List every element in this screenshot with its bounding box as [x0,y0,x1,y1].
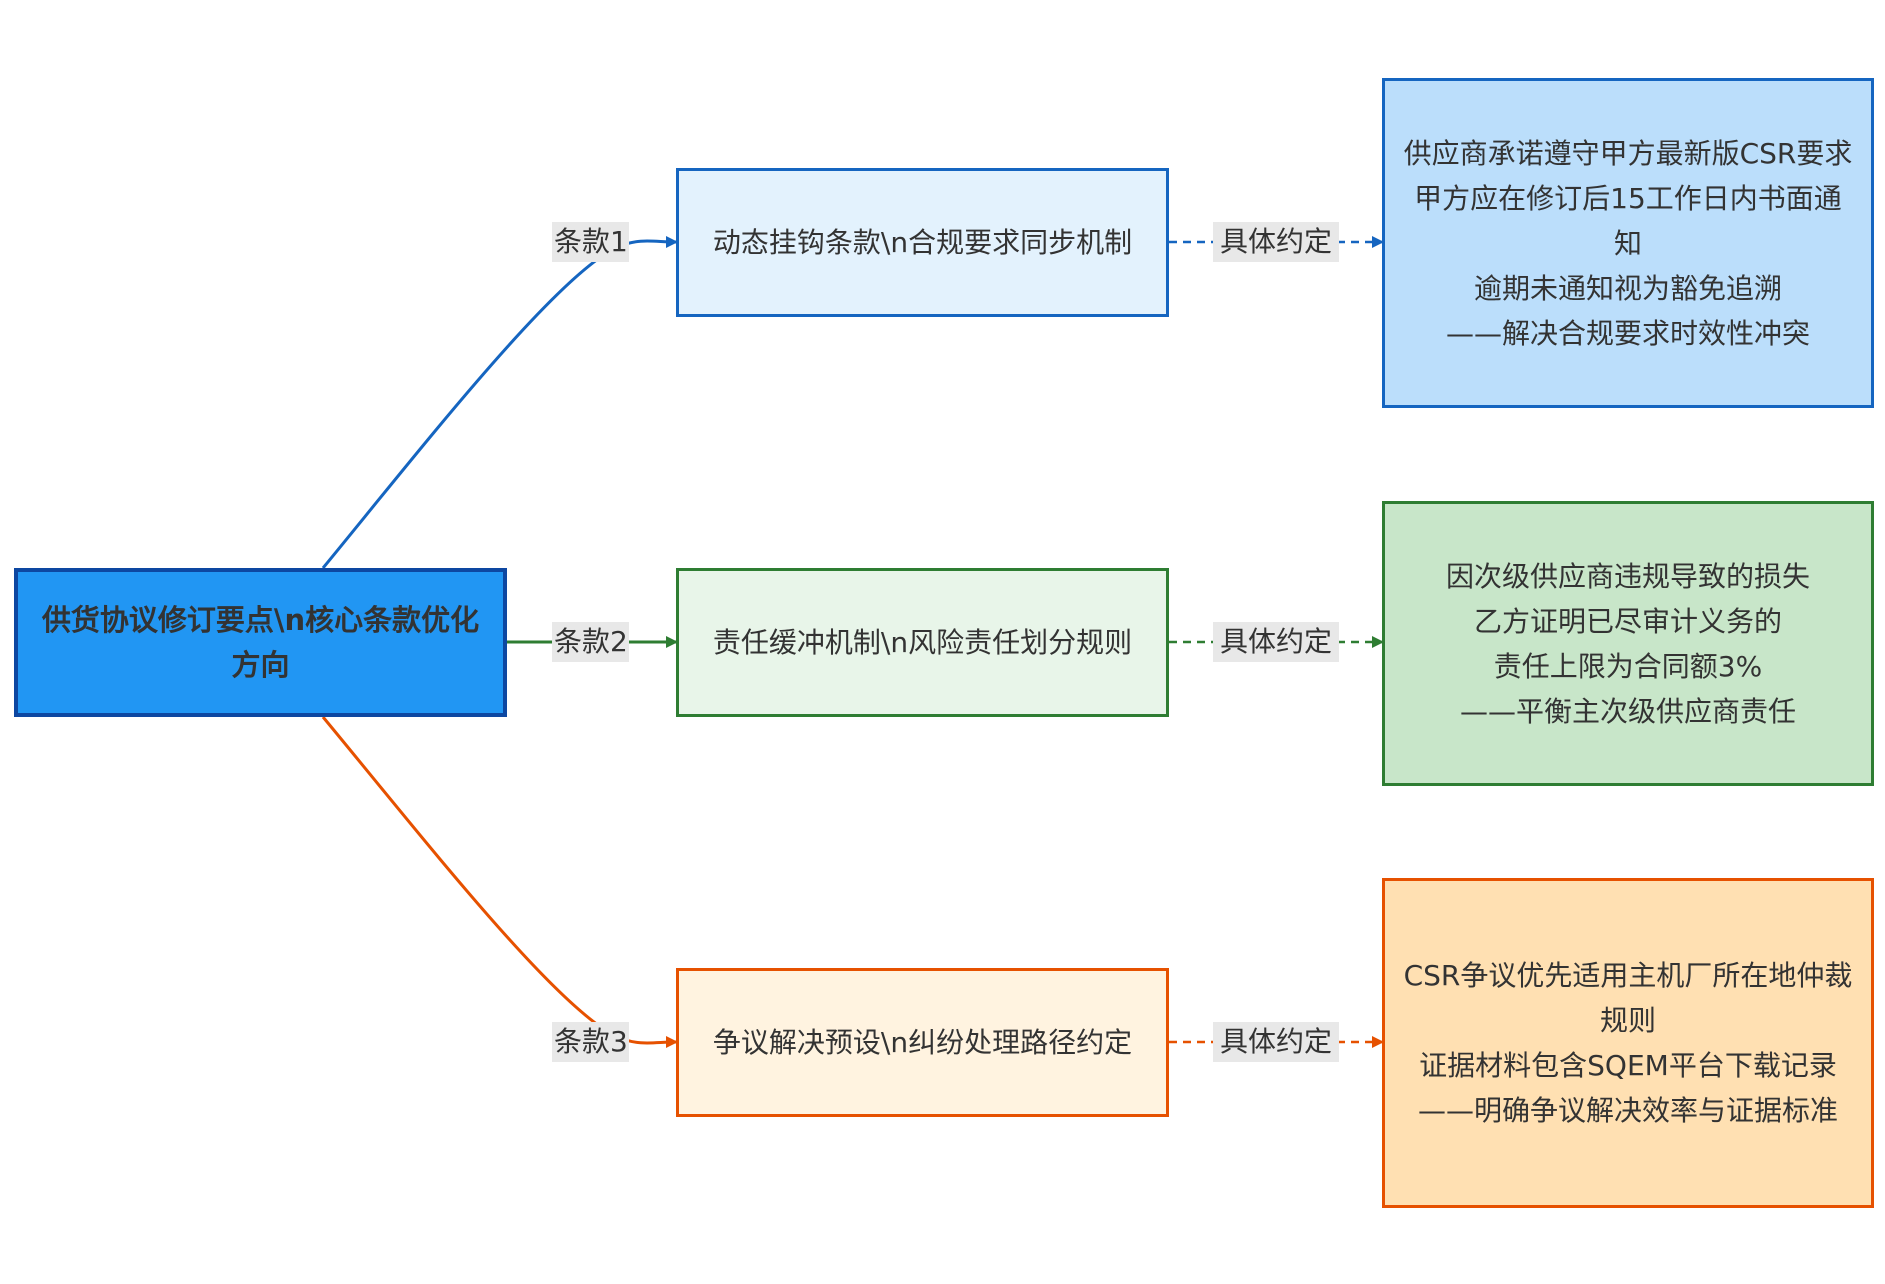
clause-2-topic: 责任缓冲机制\n风险责任划分规则 [712,626,1133,659]
edge-root-to-clause-3 [321,716,678,1049]
clause-3-topic: 争议解决预设\n纠纷处理路径约定 [712,1026,1133,1059]
clause-3-detail-text: CSR争议优先适用主机厂所在地仲裁规则 证据材料包含SQEM平台下载记录 ——明… [1403,959,1853,1127]
clause-2-edge-label: 条款2 [552,622,629,662]
clause-1-edge-label: 条款1 [552,222,629,262]
clause-1-detail-text: 供应商承诺遵守甲方最新版CSR要求 甲方应在修订后15工作日内书面通知 逾期未通… [1403,136,1853,350]
clause-2-detail-text: 因次级供应商违规导致的损失 乙方证明已尽审计义务的 责任上限为合同额3% ——平… [1445,559,1810,728]
clause-1-node[interactable]: 动态挂钩条款\n合规要求同步机制 [676,168,1169,317]
clause-2-detail-node[interactable]: 因次级供应商违规导致的损失 乙方证明已尽审计义务的 责任上限为合同额3% ——平… [1382,501,1874,786]
clause-3-detail-edge-label: 具体约定 [1213,1022,1339,1062]
clause-3-node[interactable]: 争议解决预设\n纠纷处理路径约定 [676,968,1169,1117]
root-node[interactable]: 供货协议修订要点\n核心条款优化方向 [14,568,507,717]
clause-1-detail-edge-label: 具体约定 [1213,222,1339,262]
root-node-label: 供货协议修订要点\n核心条款优化方向 [41,602,480,682]
clause-2-node[interactable]: 责任缓冲机制\n风险责任划分规则 [676,568,1169,717]
edge-root-to-clause-1 [321,235,678,569]
clause-3-detail-node[interactable]: CSR争议优先适用主机厂所在地仲裁规则 证据材料包含SQEM平台下载记录 ——明… [1382,878,1874,1208]
clause-2-detail-edge-label: 具体约定 [1213,622,1339,662]
clause-3-edge-label: 条款3 [552,1022,629,1062]
clause-1-topic: 动态挂钩条款\n合规要求同步机制 [712,226,1133,259]
clause-1-detail-node[interactable]: 供应商承诺遵守甲方最新版CSR要求 甲方应在修订后15工作日内书面通知 逾期未通… [1382,78,1874,408]
